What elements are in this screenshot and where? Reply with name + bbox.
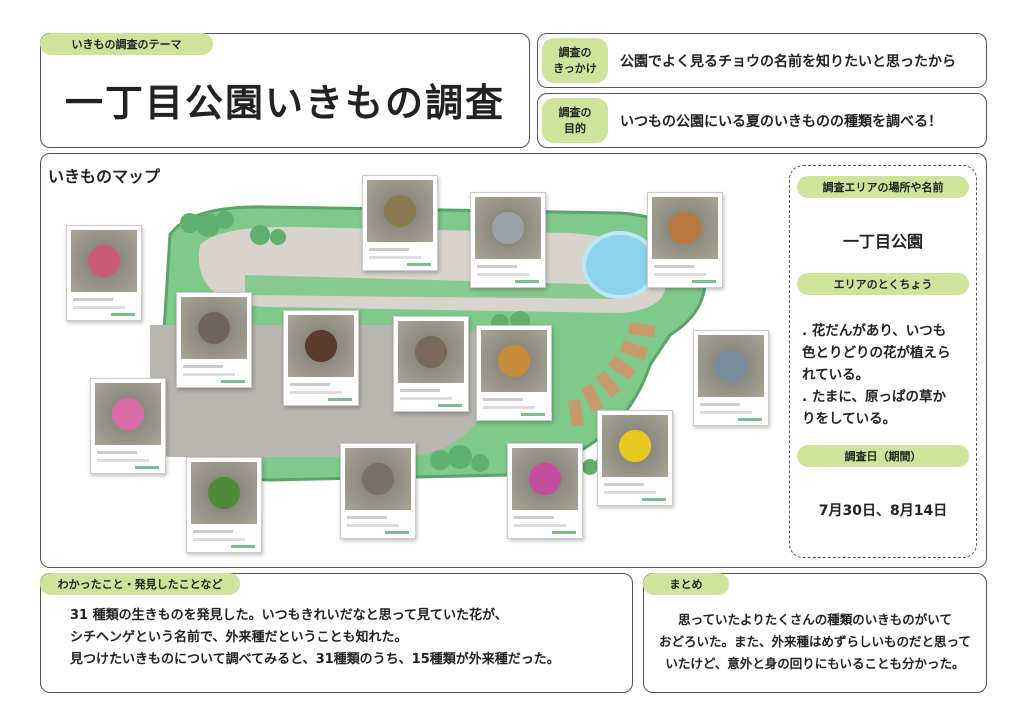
reason-label-line2: きっかけ xyxy=(553,61,597,75)
goal-label-line2: 目的 xyxy=(564,121,586,135)
reason-text: 公園でよく見るチョウの名前を知りたいと思ったから xyxy=(620,54,956,70)
goal-text: いつもの公園にいる夏のいきものの種類を調べる！ xyxy=(620,114,942,130)
goal-label: 調査の 目的 xyxy=(542,98,608,143)
photo-card xyxy=(507,443,583,539)
photo-image xyxy=(367,180,433,242)
area-feature-label: エリアのとくちょう xyxy=(797,273,969,295)
inner-lawn xyxy=(245,275,630,299)
findings-label: わかったこと・発見したことなど xyxy=(40,573,240,595)
area-place-label: 調査エリアの場所や名前 xyxy=(797,176,969,198)
goal-label-line1: 調査の xyxy=(558,105,592,119)
survey-date-label: 調査日（期間） xyxy=(797,445,969,467)
photo-image xyxy=(602,415,668,477)
photo-image xyxy=(698,335,764,397)
area-feature-text: . 花だんがあり、いつも 色とりどりの花が植えら れている。 . たまに、原っぱ… xyxy=(802,323,951,427)
theme-label: いきもの調査のテーマ xyxy=(40,33,213,55)
photo-card xyxy=(476,325,552,421)
photo-card xyxy=(393,316,469,412)
photo-image xyxy=(475,197,541,259)
photo-image xyxy=(398,321,464,383)
photo-card xyxy=(176,292,252,388)
photo-image xyxy=(512,448,578,510)
area-place: 一丁目公園 xyxy=(842,232,923,251)
photo-image xyxy=(345,448,411,510)
reason-panel: 調査の きっかけ 公園でよく見るチョウの名前を知りたいと思ったから xyxy=(537,33,987,88)
summary-label: まとめ xyxy=(643,573,729,595)
photo-card xyxy=(693,330,769,426)
goal-panel: 調査の 目的 いつもの公園にいる夏のいきものの種類を調べる！ xyxy=(537,93,987,148)
photo-image xyxy=(95,383,161,445)
photo-image xyxy=(71,230,137,292)
stepping-stones xyxy=(567,322,656,427)
photo-card xyxy=(283,310,359,406)
photo-card xyxy=(90,378,166,474)
reason-label-line1: 調査の xyxy=(558,45,592,59)
photo-card xyxy=(66,225,142,321)
photo-card xyxy=(340,443,416,539)
photo-card xyxy=(470,192,546,288)
photo-image xyxy=(481,330,547,392)
photo-card xyxy=(362,175,438,271)
pond xyxy=(582,231,658,299)
photo-image xyxy=(191,462,257,524)
map-title: いきものマップ xyxy=(48,167,161,186)
area-info-panel xyxy=(789,165,977,558)
photo-image xyxy=(181,297,247,359)
photo-image xyxy=(288,315,354,377)
findings-text: 31 種類の生きものを発見した。いつもきれいだなと思って見ていた花が、 シチヘン… xyxy=(70,608,560,667)
photo-image xyxy=(652,197,718,259)
photo-card xyxy=(597,410,673,506)
page-title: 一丁目公園いきもの調査 xyxy=(64,81,505,125)
photo-card xyxy=(186,457,262,553)
survey-date: 7月30日、8月14日 xyxy=(818,503,948,519)
summary-text: 思っていたよりたくさんの種類のいきものがいて おどろいた。また、外来種はめずらし… xyxy=(659,612,971,671)
reason-label: 調査の きっかけ xyxy=(542,38,608,83)
photo-card xyxy=(647,192,723,288)
